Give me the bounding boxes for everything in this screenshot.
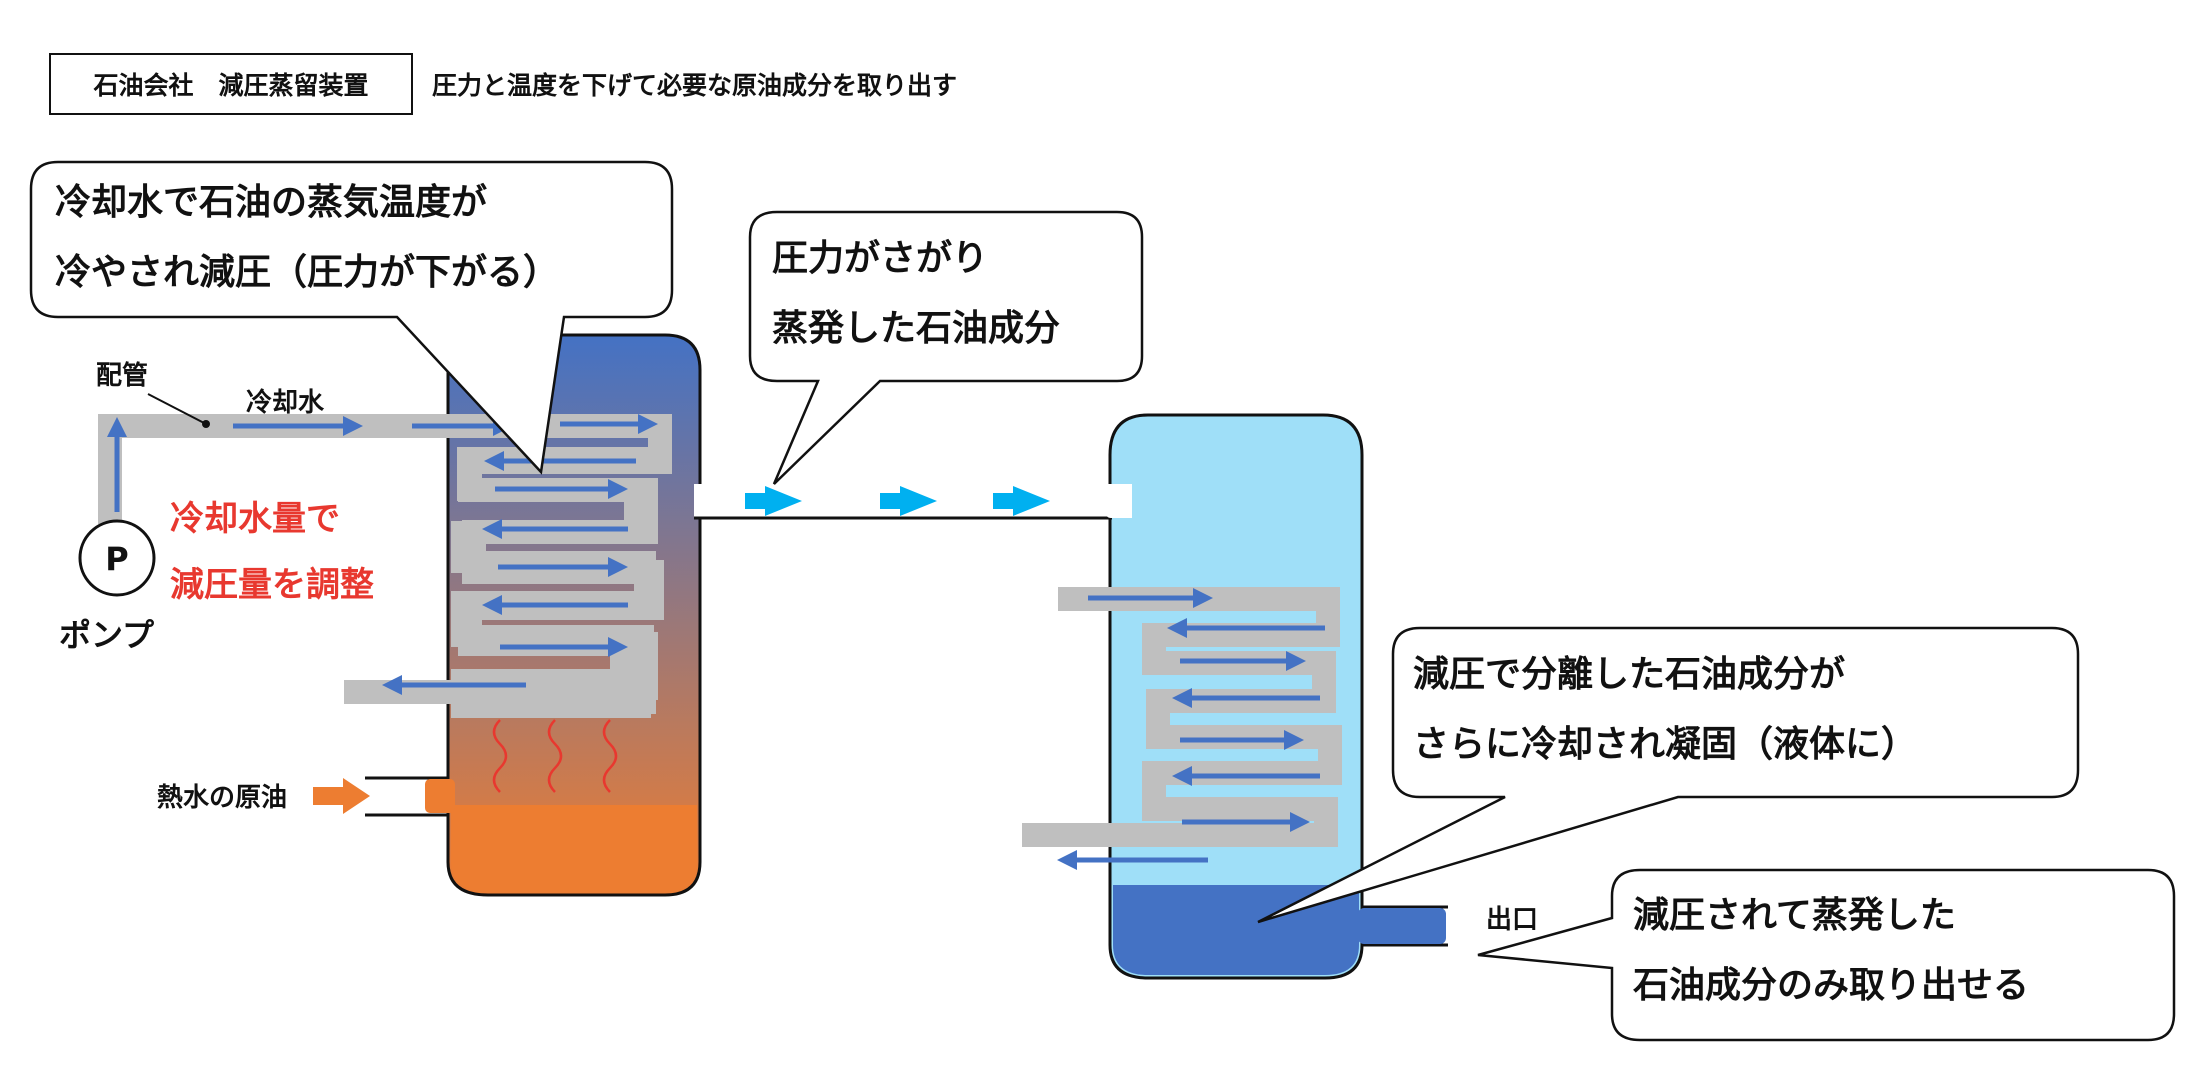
pipe-label: 配管: [96, 361, 148, 391]
pump-letter: P: [105, 540, 128, 578]
vapor-pipe-end: [1105, 484, 1127, 518]
callout-output-line-2: 石油成分のみ取り出せる: [1633, 965, 2029, 1006]
callout-output: 減圧されて蒸発した 石油成分のみ取り出せる: [1477, 868, 2176, 1042]
tower-coil-arrows: [107, 414, 658, 695]
callout-condense-line-2: さらに冷却され凝固（液体に）: [1413, 724, 1917, 765]
adjust-line-1: 冷却水量で: [170, 499, 340, 539]
pipe-leader: [147, 393, 207, 425]
feed-label: 熱水の原油: [157, 783, 287, 813]
heat-wave: [602, 719, 618, 793]
heat-wave: [547, 719, 563, 793]
callout-bubble: [29, 160, 674, 475]
callout-bubble: [748, 210, 1144, 485]
callout-vapor-line-2: 蒸発した石油成分: [772, 308, 1060, 349]
condenser-coil-arrows: [1057, 588, 1325, 870]
pump: P ポンプ: [59, 519, 156, 654]
outlet-pipe: [1358, 905, 1448, 947]
crude-oil-level: [451, 805, 697, 813]
pipe-leader-dot: [202, 420, 210, 428]
callout-output-line-1: 減圧されて蒸発した: [1633, 895, 1956, 936]
callout-vapor-line-1: 圧力がさがり: [772, 238, 988, 279]
pump-label: ポンプ: [59, 616, 155, 654]
title: 石油会社 減圧蒸留装置: [92, 71, 368, 100]
callout-cooling: 冷却水で石油の蒸気温度が 冷やされ減圧（圧力が下がる）: [29, 160, 674, 475]
heat-waves: [492, 719, 618, 793]
title-box: [49, 53, 413, 115]
outlet-liquid: [1358, 908, 1446, 944]
feed-inlet: [425, 779, 455, 813]
callout-condense-line-1: 減圧で分離した石油成分が: [1413, 654, 1845, 695]
vapor-arrow: [993, 486, 1050, 516]
crude-oil-pool: [451, 805, 697, 892]
subtitle: 圧力と温度を下げて必要な原油成分を取り出す: [432, 71, 957, 100]
labels: 配管 冷却水 熱水の原油 出口 冷却水量で 減圧量を調整: [96, 361, 1538, 935]
feed-arrow: [313, 778, 370, 814]
callout-bubble: [1477, 868, 2176, 1042]
cooling-water-label: 冷却水: [246, 387, 325, 418]
callout-cooling-line-1: 冷却水で石油の蒸気温度が: [55, 182, 487, 223]
outlet-label: 出口: [1486, 905, 1538, 935]
heat-wave: [492, 719, 508, 793]
vapor-pipe: [694, 484, 1132, 520]
callout-bubble: [1257, 626, 2080, 924]
pump-symbol: [78, 519, 156, 597]
vapor-arrow: [880, 486, 937, 516]
header: 石油会社 減圧蒸留装置 圧力と温度を下げて必要な原油成分を取り出す: [49, 53, 957, 115]
adjust-line-2: 減圧量を調整: [170, 565, 374, 605]
callout-condense: 減圧で分離した石油成分が さらに冷却され凝固（液体に）: [1257, 626, 2080, 924]
feed-pipe: [313, 776, 455, 817]
callout-vapor: 圧力がさがり 蒸発した石油成分: [748, 210, 1144, 485]
callout-cooling-line-2: 冷やされ減圧（圧力が下がる）: [55, 252, 559, 293]
vapor-arrow: [745, 486, 802, 516]
